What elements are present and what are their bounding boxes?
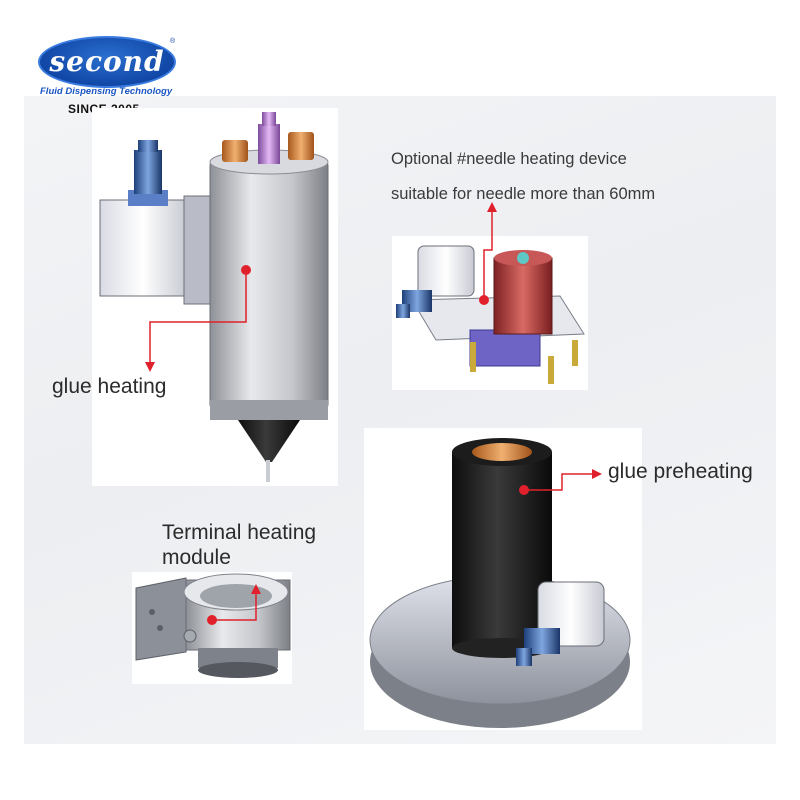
logo-oval: [38, 36, 176, 88]
needle-heating-label-line2: suitable for needle more than 60mm: [391, 185, 656, 203]
registered-mark: ®: [170, 38, 176, 45]
logo-wordmark: second: [49, 45, 165, 78]
terminal-heating-label-line1: Terminal heating: [162, 521, 317, 544]
terminal-heating-label-line2: module: [162, 546, 231, 569]
glue-preheating-label: glue preheating: [608, 460, 753, 483]
glue-heating-label: glue heating: [52, 375, 167, 398]
logo-tagline: Fluid Dispensing Technology: [40, 86, 173, 97]
brand-logo: second ® Fluid Dispensing Technology: [38, 36, 178, 120]
needle-heating-label-line1: Optional #needle heating device: [391, 150, 627, 168]
